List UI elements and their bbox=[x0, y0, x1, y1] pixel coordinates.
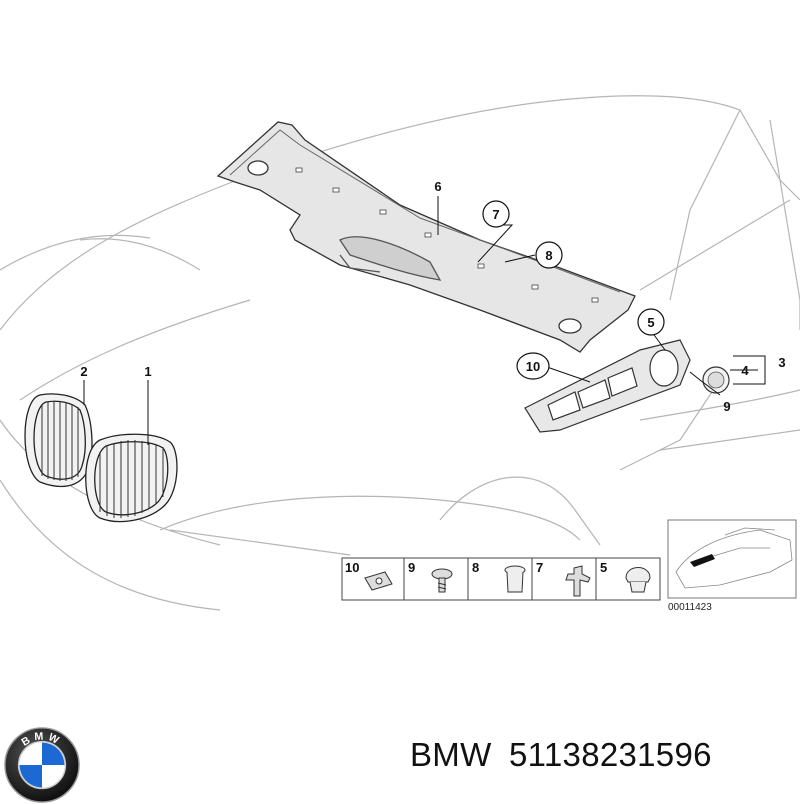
legend-label-5: 5 bbox=[600, 560, 607, 575]
callout-10: 10 bbox=[516, 352, 550, 380]
bmw-logo: BMW bbox=[4, 727, 80, 803]
legend-label-10: 10 bbox=[345, 560, 359, 575]
callout-2: 2 bbox=[80, 364, 87, 379]
svg-text:4: 4 bbox=[741, 363, 749, 378]
emblem-part bbox=[702, 366, 730, 394]
callout-6: 6 bbox=[434, 179, 441, 194]
callout-5: 5 bbox=[637, 308, 665, 336]
location-thumbnail bbox=[667, 519, 797, 599]
callout-9: 9 bbox=[723, 399, 730, 414]
svg-text:5: 5 bbox=[647, 315, 654, 330]
vent-grille bbox=[524, 339, 691, 433]
svg-text:10: 10 bbox=[526, 359, 540, 374]
legend-label-8: 8 bbox=[472, 560, 479, 575]
footer-part-number: 51138231596 bbox=[509, 736, 712, 773]
legend-label-7: 7 bbox=[536, 560, 543, 575]
svg-text:1: 1 bbox=[144, 364, 151, 379]
rivet-icon bbox=[504, 565, 526, 593]
drawing-number: 00011423 bbox=[668, 602, 712, 613]
svg-text:6: 6 bbox=[434, 179, 441, 194]
callout-7: 7 bbox=[482, 200, 510, 228]
cowl-panel bbox=[216, 121, 636, 353]
legend-label-9: 9 bbox=[408, 560, 415, 575]
screw-icon bbox=[431, 568, 453, 593]
callout-1: 1 bbox=[144, 364, 151, 379]
push-clip-icon bbox=[565, 565, 591, 597]
callout-3: 3 bbox=[778, 355, 785, 370]
fastener-legend: 10 9 8 7 5 bbox=[341, 557, 661, 601]
plastic-clip-icon bbox=[625, 567, 651, 593]
footer-caption: BMW 51138231596 bbox=[410, 736, 712, 774]
svg-text:2: 2 bbox=[80, 364, 87, 379]
svg-text:7: 7 bbox=[492, 207, 499, 222]
footer-brand: BMW bbox=[410, 736, 492, 773]
cowl-clip-marks bbox=[295, 167, 599, 303]
svg-text:3: 3 bbox=[778, 355, 785, 370]
kidney-grille-left bbox=[24, 393, 93, 488]
leader-lines bbox=[83, 196, 766, 445]
clip-nut-icon bbox=[364, 571, 393, 591]
car-body-outline bbox=[0, 95, 800, 611]
svg-text:8: 8 bbox=[545, 248, 552, 263]
kidney-grille-right bbox=[85, 433, 178, 523]
callout-8: 8 bbox=[535, 241, 563, 269]
svg-text:9: 9 bbox=[723, 399, 730, 414]
callout-4: 4 bbox=[741, 363, 749, 378]
